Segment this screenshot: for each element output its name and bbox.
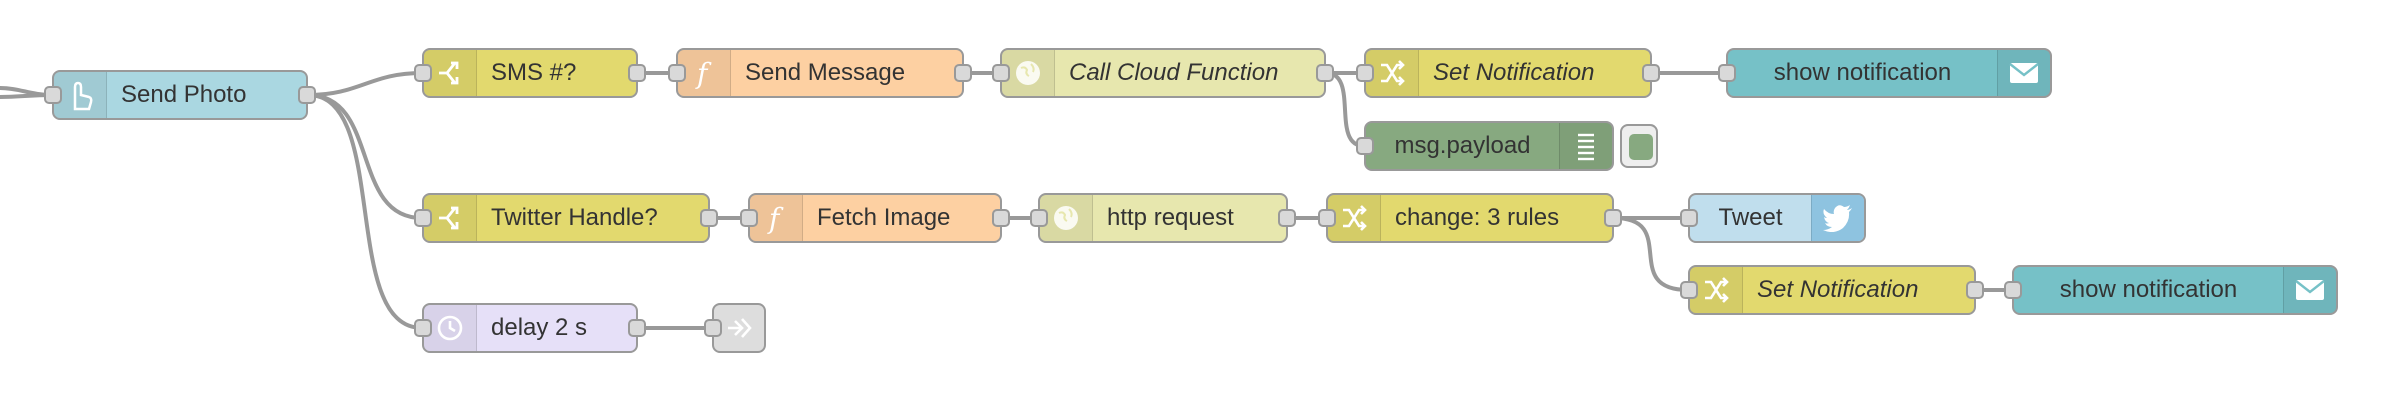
input-port[interactable] [704, 319, 722, 337]
output-port[interactable] [628, 319, 646, 337]
envelope-icon [2283, 267, 2336, 313]
node-label: delay 2 s [491, 314, 588, 341]
set-notification-node-2[interactable]: Set Notification [1680, 265, 1984, 315]
change-rules-node[interactable]: change: 3 rules [1318, 193, 1622, 243]
input-port[interactable] [992, 64, 1010, 82]
output-port[interactable] [628, 64, 646, 82]
send-message-function-node[interactable]: f Send Message [668, 48, 972, 98]
fetch-image-function-node[interactable]: f Fetch Image [740, 193, 1010, 243]
msg-payload-debug-node[interactable]: msg.payload [1356, 121, 1614, 171]
node-label: Tweet [1718, 204, 1783, 231]
wire-sendphoto-delay [307, 93, 423, 330]
input-port[interactable] [1030, 209, 1048, 227]
globe-icon [1040, 195, 1093, 241]
http-request-node[interactable]: http request [1030, 193, 1296, 243]
input-port[interactable] [1356, 137, 1374, 155]
svg-text:f: f [767, 202, 784, 234]
output-port[interactable] [992, 209, 1010, 227]
envelope-icon [1997, 50, 2050, 96]
output-port[interactable] [1604, 209, 1622, 227]
svg-text:f: f [695, 57, 712, 89]
function-icon: f [678, 50, 731, 96]
node-label: http request [1107, 204, 1234, 231]
node-label: Twitter Handle? [491, 204, 658, 231]
link-out-node[interactable] [704, 303, 766, 353]
output-port[interactable] [954, 64, 972, 82]
call-cloud-function-node[interactable]: Call Cloud Function [992, 48, 1334, 98]
sms-switch-node[interactable]: SMS #? [414, 48, 646, 98]
input-port[interactable] [668, 64, 686, 82]
output-port[interactable] [1316, 64, 1334, 82]
timer-icon [424, 305, 477, 351]
link-out-icon [714, 305, 764, 351]
wire-cloud-payload [1325, 71, 1365, 148]
input-port[interactable] [740, 209, 758, 227]
switch-icon [424, 195, 477, 241]
output-port[interactable] [1966, 281, 1984, 299]
input-port[interactable] [414, 64, 432, 82]
input-port[interactable] [1680, 209, 1698, 227]
set-notification-node-1[interactable]: Set Notification [1356, 48, 1660, 98]
input-port[interactable] [1318, 209, 1336, 227]
node-label: SMS #? [491, 59, 577, 86]
input-port[interactable] [1718, 64, 1736, 82]
twitter-bird-icon [1811, 195, 1864, 241]
output-port[interactable] [1642, 64, 1660, 82]
node-label: msg.payload [1394, 132, 1531, 159]
wire-sendphoto-sms [307, 71, 423, 97]
node-label: Send Photo [121, 81, 247, 108]
debug-toggle-button[interactable] [1620, 124, 1658, 168]
shuffle-icon [1366, 50, 1419, 96]
globe-icon [1002, 50, 1055, 96]
node-label: Send Message [745, 59, 906, 86]
input-port[interactable] [2004, 281, 2022, 299]
node-label: Call Cloud Function [1069, 59, 1279, 86]
node-label: change: 3 rules [1395, 204, 1560, 231]
function-icon: f [750, 195, 803, 241]
node-label: show notification [2059, 276, 2238, 303]
input-port[interactable] [1680, 281, 1698, 299]
shuffle-icon [1328, 195, 1381, 241]
input-port[interactable] [1356, 64, 1374, 82]
node-label: show notification [1773, 59, 1952, 86]
list-icon [1559, 123, 1612, 169]
show-notification-node-2[interactable]: show notification [2004, 265, 2338, 315]
output-port[interactable] [1278, 209, 1296, 227]
node-label: Set Notification [1433, 59, 1595, 86]
show-notification-node-1[interactable]: show notification [1718, 48, 2052, 98]
wire-change-setnotif2 [1613, 216, 1689, 292]
switch-icon [424, 50, 477, 96]
hand-pointer-icon [54, 72, 107, 118]
shuffle-icon [1690, 267, 1743, 313]
wire-sendphoto-twitter [307, 93, 423, 220]
input-port[interactable] [44, 86, 62, 104]
input-port[interactable] [414, 319, 432, 337]
send-photo-node[interactable]: Send Photo [44, 70, 316, 120]
delay-node[interactable]: delay 2 s [414, 303, 646, 353]
twitter-handle-switch-node[interactable]: Twitter Handle? [414, 193, 718, 243]
input-port[interactable] [414, 209, 432, 227]
node-label: Set Notification [1757, 276, 1919, 303]
output-port[interactable] [700, 209, 718, 227]
tweet-node[interactable]: Tweet [1680, 193, 1866, 243]
output-port[interactable] [298, 86, 316, 104]
node-label: Fetch Image [817, 204, 951, 231]
